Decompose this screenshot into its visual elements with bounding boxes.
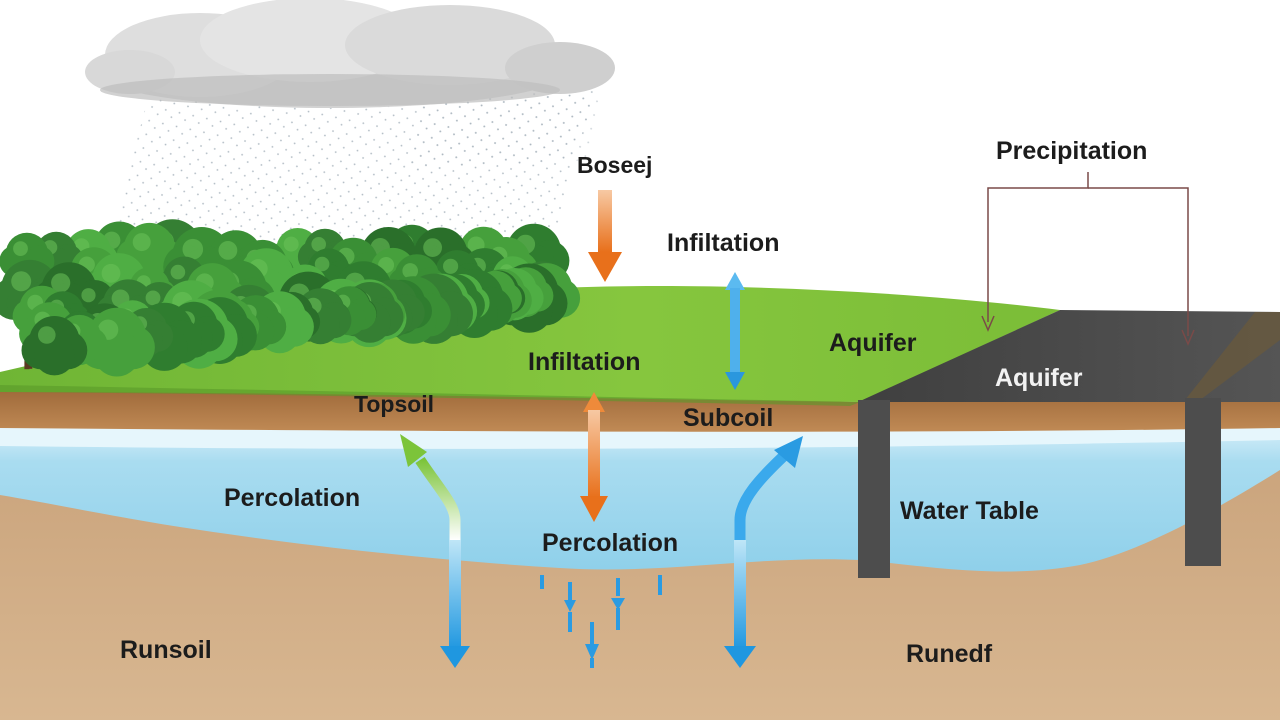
percolation-orange-arrow [580, 392, 608, 522]
tree-highlight [311, 237, 327, 252]
label-boseej: Boseej [577, 152, 653, 178]
tree-highlight [132, 233, 151, 252]
label-percolation-center: Percolation [542, 529, 679, 557]
tree-highlight [218, 241, 238, 260]
precipitation-arrow [588, 190, 622, 282]
tree-icon [0, 219, 581, 377]
tree-highlight [170, 264, 186, 280]
label-aquifer-grass: Aquifer [829, 329, 917, 357]
percolation-left-arrow [400, 434, 470, 668]
label-aquifer-slab: Aquifer [995, 364, 1083, 392]
tree-highlight [81, 288, 96, 303]
tree-highlight [13, 241, 28, 256]
tree-highlight [443, 258, 459, 274]
seepage-drops [540, 575, 662, 668]
label-runsoil: Runsoil [120, 636, 212, 664]
aquifer-slab [858, 310, 1280, 402]
tree-highlight [402, 263, 419, 279]
precipitation-bracket [981, 172, 1195, 346]
label-topsoil: Topsoil [354, 391, 435, 417]
tree-highlight [182, 238, 204, 260]
tree-crown [34, 335, 75, 376]
tree-highlight [314, 256, 330, 272]
grass-edge-shade [0, 385, 860, 406]
label-runedf: Runedf [906, 640, 993, 668]
grass-field [0, 286, 1060, 402]
label-infiltation-top: Infiltation [667, 229, 780, 257]
infiltation-updown-arrow [725, 272, 745, 390]
label-water-table: Water Table [900, 497, 1039, 525]
slab-pillar-right [1185, 398, 1221, 566]
percolation-right-arrow [724, 436, 803, 668]
water-surface-highlight [0, 428, 1280, 449]
label-subcoil: Subcoil [683, 404, 774, 432]
slab-pillar-left [858, 400, 890, 578]
water-table-layer [0, 425, 1280, 572]
tree-highlight [423, 238, 442, 257]
tree-highlight [101, 263, 121, 283]
tree-highlight [283, 236, 299, 252]
label-percolation-left: Percolation [224, 484, 361, 512]
label-infiltation-mid: Infiltation [528, 348, 641, 376]
topsoil-layer [0, 384, 1280, 432]
slab-stripe [1185, 312, 1280, 400]
tree-highlight [51, 273, 71, 293]
tree-highlight [145, 290, 161, 306]
tree-highlight [11, 271, 32, 292]
label-precipitation: Precipitation [996, 137, 1148, 165]
cloud-icon [85, 0, 615, 108]
tree-highlight [38, 326, 56, 344]
